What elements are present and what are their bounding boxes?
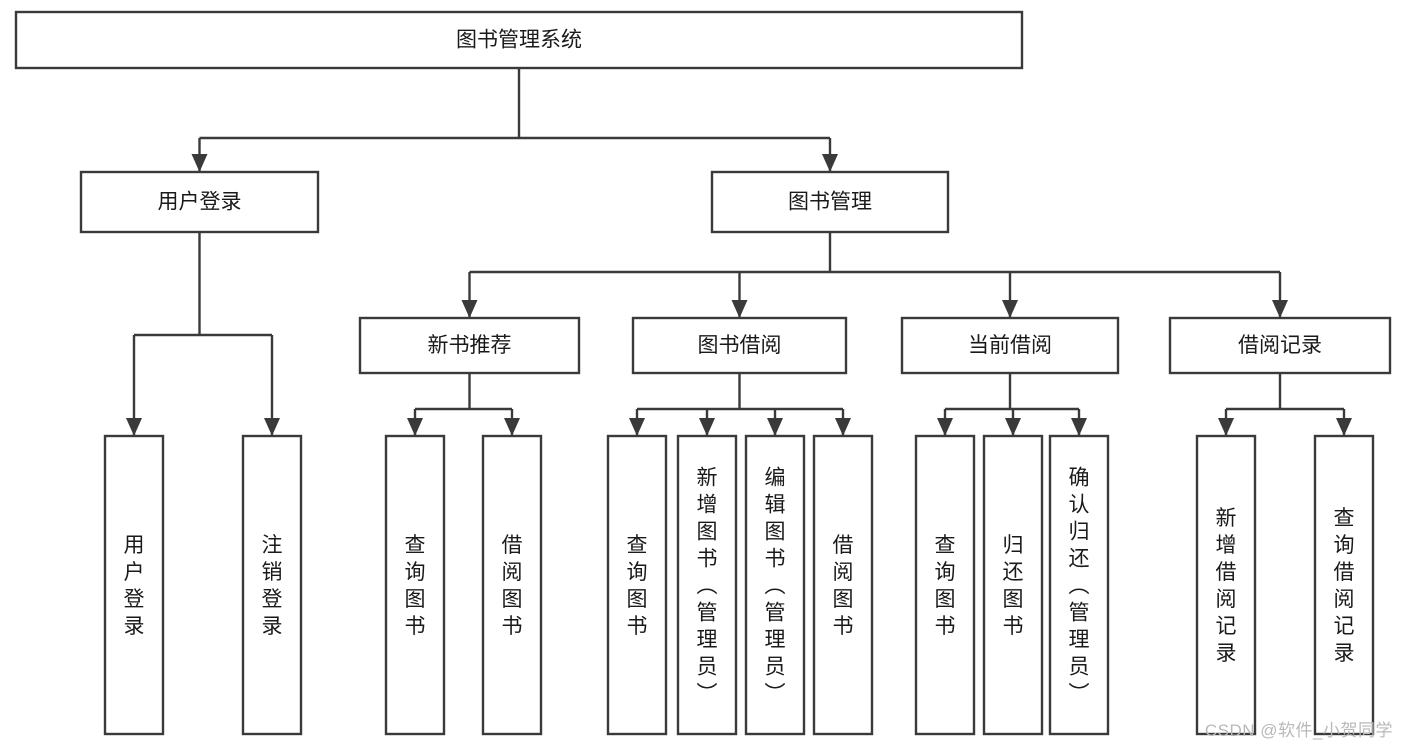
node-label: 图书借阅 — [698, 334, 782, 357]
node-label: 借阅图书 — [502, 534, 523, 638]
node-box — [1313, 434, 1375, 736]
arrow-head-icon — [1336, 418, 1352, 436]
node-label: 借阅记录 — [1238, 334, 1322, 357]
node-label: 注销登录 — [262, 534, 283, 638]
arrow-head-icon — [1005, 418, 1021, 436]
node-label: 查询图书 — [935, 534, 956, 638]
node-box — [606, 434, 668, 736]
node-新增借阅记录[interactable]: 新增借阅记录 — [1195, 434, 1257, 736]
node-label: 图书管理 — [788, 191, 872, 214]
node-box — [631, 316, 848, 375]
arrow-head-icon — [1002, 300, 1018, 318]
node-box — [812, 434, 874, 736]
node-确认归还管理员[interactable]: 确认归还︵管理员︶ — [1048, 434, 1110, 736]
node-用户登录[interactable]: 用户登录 — [103, 434, 165, 736]
nodes-layer: 图书管理系统用户登录用户登录注销登录图书管理新书推荐查询图书借阅图书图书借阅查询… — [14, 10, 1392, 736]
node-box — [79, 170, 320, 234]
node-查询借阅记录[interactable]: 查询借阅记录 — [1313, 434, 1375, 736]
node-box — [14, 10, 1024, 70]
arrow-head-icon — [822, 154, 838, 172]
arrow-head-icon — [699, 418, 715, 436]
node-box — [744, 434, 806, 736]
node-box — [481, 434, 543, 736]
node-box — [384, 434, 446, 736]
node-查询图书[interactable]: 查询图书 — [606, 434, 668, 736]
node-label: 新书推荐 — [428, 334, 512, 357]
arrow-head-icon — [191, 154, 208, 172]
node-box — [710, 170, 950, 234]
node-借阅图书[interactable]: 借阅图书 — [812, 434, 874, 736]
node-label: 确认归还︵管理员︶ — [1069, 467, 1090, 706]
node-借阅图书[interactable]: 借阅图书 — [481, 434, 543, 736]
node-新书推荐[interactable]: 新书推荐 — [358, 316, 581, 375]
node-box — [982, 434, 1044, 736]
node-label: 查询借阅记录 — [1334, 507, 1355, 665]
node-label: 当前借阅 — [968, 334, 1052, 357]
node-label: 查询图书 — [405, 534, 426, 638]
node-label: 用户登录 — [124, 534, 145, 638]
node-label: 新增借阅记录 — [1216, 507, 1237, 665]
connectors-layer — [126, 68, 1352, 436]
node-box — [1048, 434, 1110, 736]
arrow-head-icon — [407, 418, 423, 436]
node-借阅记录[interactable]: 借阅记录 — [1168, 316, 1392, 375]
node-当前借阅[interactable]: 当前借阅 — [900, 316, 1120, 375]
arrow-head-icon — [1272, 300, 1288, 318]
node-box — [914, 434, 976, 736]
node-图书管理系统[interactable]: 图书管理系统 — [14, 10, 1024, 70]
arrow-head-icon — [835, 418, 851, 436]
arrow-head-icon — [461, 300, 478, 318]
node-归还图书[interactable]: 归还图书 — [982, 434, 1044, 736]
node-图书借阅[interactable]: 图书借阅 — [631, 316, 848, 375]
arrow-head-icon — [264, 418, 280, 436]
arrow-head-icon — [1071, 418, 1087, 436]
node-注销登录[interactable]: 注销登录 — [241, 434, 303, 736]
arrow-head-icon — [504, 418, 520, 436]
node-box — [900, 316, 1120, 375]
node-图书管理[interactable]: 图书管理 — [710, 170, 950, 234]
arrow-head-icon — [731, 300, 748, 318]
node-查询图书[interactable]: 查询图书 — [914, 434, 976, 736]
node-label: 查询图书 — [627, 534, 648, 638]
node-box — [1195, 434, 1257, 736]
node-编辑图书管理员[interactable]: 编辑图书︵管理员︶ — [744, 434, 806, 736]
node-box — [1168, 316, 1392, 375]
node-查询图书[interactable]: 查询图书 — [384, 434, 446, 736]
node-box — [676, 434, 738, 736]
node-label: 图书管理系统 — [456, 29, 582, 52]
node-label: 归还图书 — [1003, 534, 1024, 638]
node-label: 用户登录 — [158, 191, 242, 214]
arrow-head-icon — [937, 418, 953, 436]
arrow-head-icon — [767, 418, 783, 436]
node-新增图书管理员[interactable]: 新增图书︵管理员︶ — [676, 434, 738, 736]
node-box — [358, 316, 581, 375]
node-box — [103, 434, 165, 736]
node-label: 编辑图书︵管理员︶ — [765, 467, 786, 706]
node-用户登录[interactable]: 用户登录 — [79, 170, 320, 234]
node-label: 新增图书︵管理员︶ — [697, 467, 718, 706]
arrow-head-icon — [126, 418, 142, 436]
node-label: 借阅图书 — [833, 534, 854, 638]
arrow-head-icon — [629, 418, 645, 436]
arrow-head-icon — [1218, 418, 1234, 436]
node-box — [241, 434, 303, 736]
